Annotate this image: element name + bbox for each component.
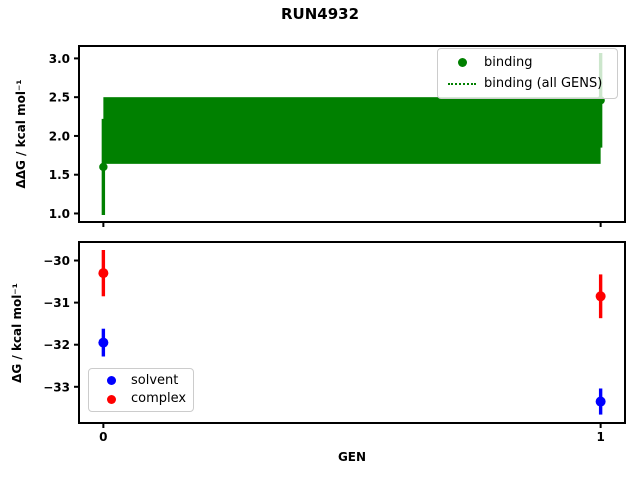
legend-label: binding (all GENS) bbox=[484, 75, 603, 91]
y-tick-label: 1.0 bbox=[49, 207, 70, 221]
axes-frame bbox=[78, 45, 626, 223]
y-tick-label: −32 bbox=[43, 338, 70, 352]
legend-entry-binding-all-gens: binding (all GENS) bbox=[448, 75, 609, 93]
legend-label: binding bbox=[484, 54, 533, 70]
bottom-y-axis-label: ΔG / kcal mol⁻¹ bbox=[10, 283, 24, 383]
y-tick-label: 1.5 bbox=[49, 168, 70, 182]
legend-entry-solvent: solvent bbox=[99, 372, 185, 390]
solvent-marker bbox=[595, 396, 606, 407]
legend-label: complex bbox=[131, 391, 187, 407]
y-tick-label: −30 bbox=[43, 254, 70, 268]
binding-all-gens-marker-icon bbox=[448, 83, 476, 86]
green-dot-icon bbox=[457, 58, 467, 68]
y-tick-label: 3.0 bbox=[49, 52, 70, 66]
top-legend: binding binding (all GENS) bbox=[437, 48, 618, 99]
y-tick-label: −33 bbox=[43, 380, 70, 394]
green-dotted-line-icon bbox=[448, 83, 476, 86]
binding-uncertainty-band bbox=[103, 97, 601, 164]
x-axis-label: GEN bbox=[337, 450, 367, 464]
y-tick-label: 2.5 bbox=[49, 91, 70, 105]
bottom-legend: solvent complex bbox=[88, 368, 194, 412]
bottom-axes: −30 −31 −32 −33 0 1 bbox=[43, 241, 626, 444]
top-y-axis-label: ΔΔG / kcal mol⁻¹ bbox=[14, 79, 28, 189]
y-tick-label: 2.0 bbox=[49, 129, 70, 143]
binding-marker-icon bbox=[448, 58, 476, 68]
legend-entry-binding: binding bbox=[448, 54, 609, 72]
solvent-marker-icon bbox=[99, 376, 123, 386]
legend-entry-complex: complex bbox=[99, 390, 187, 408]
axes-frame bbox=[78, 241, 626, 424]
complex-marker bbox=[98, 268, 109, 279]
legend-label: solvent bbox=[131, 372, 179, 388]
x-tick-label: 1 bbox=[596, 430, 604, 444]
chart-title: RUN4932 bbox=[280, 5, 360, 23]
top-axes: 1.0 1.5 2.0 2.5 3.0 bbox=[49, 45, 626, 227]
x-tick-label: 0 bbox=[99, 430, 107, 444]
solvent-marker bbox=[98, 337, 109, 348]
blue-dot-icon bbox=[106, 376, 116, 386]
red-dot-icon bbox=[106, 394, 116, 404]
complex-marker-icon bbox=[99, 394, 123, 404]
y-tick-label: −31 bbox=[43, 296, 70, 310]
complex-marker bbox=[595, 291, 606, 302]
binding-marker bbox=[99, 162, 108, 172]
